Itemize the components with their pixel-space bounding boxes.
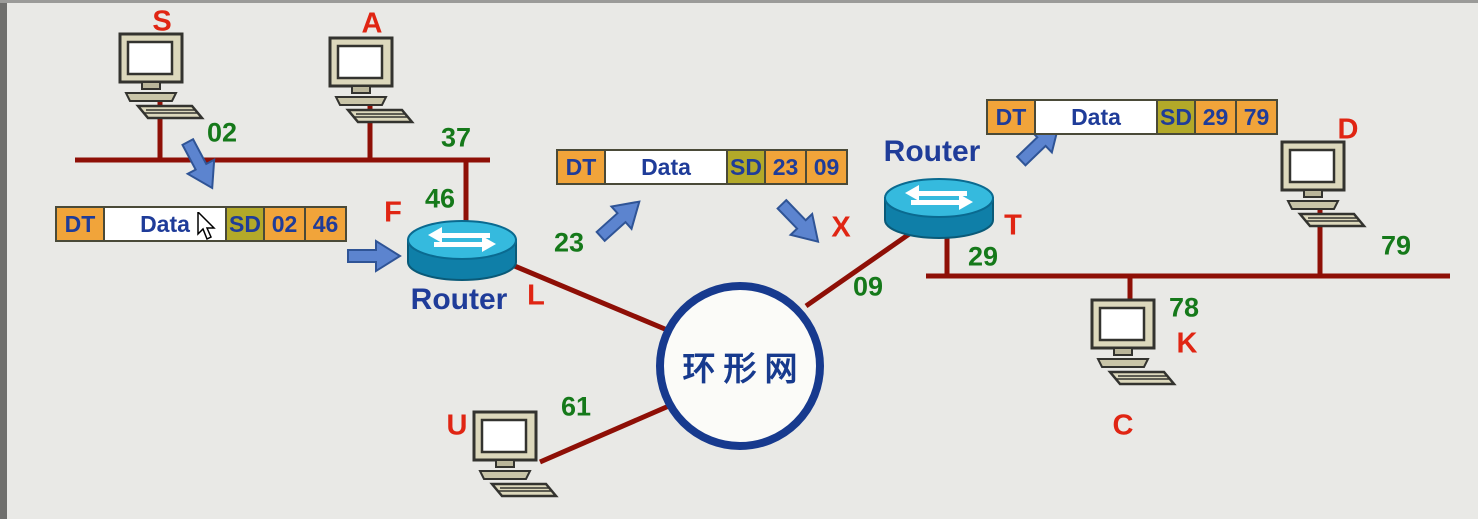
address-29: 29 bbox=[967, 241, 999, 272]
link-host-u-ring bbox=[539, 399, 679, 465]
frame-3-sd: SD bbox=[1156, 99, 1196, 135]
address-61: 61 bbox=[560, 391, 592, 422]
flow-arrow-into-router-left bbox=[347, 240, 401, 272]
frame-2-sd: SD bbox=[726, 149, 766, 185]
frame-2-src: 23 bbox=[764, 149, 807, 185]
address-37: 37 bbox=[440, 122, 472, 153]
frame-3-dst: 79 bbox=[1235, 99, 1278, 135]
host-c-label: C bbox=[1112, 409, 1134, 442]
frame-2-data: Data bbox=[604, 149, 728, 185]
frame-3-data: Data bbox=[1034, 99, 1158, 135]
window-top-edge bbox=[0, 0, 1478, 3]
mouse-cursor-icon bbox=[197, 212, 216, 241]
frame-2-dst: 09 bbox=[805, 149, 848, 185]
address-79: 79 bbox=[1380, 230, 1412, 261]
address-09: 09 bbox=[852, 271, 884, 302]
flow-arrow-up-to-frame2 bbox=[589, 189, 651, 249]
host-u-icon bbox=[472, 410, 558, 498]
frame-3-dt: DT bbox=[986, 99, 1036, 135]
frame-1-src: 02 bbox=[263, 206, 306, 242]
host-s-icon bbox=[118, 32, 204, 120]
address-46: 46 bbox=[424, 183, 456, 214]
router-left-label: Router bbox=[410, 283, 508, 316]
host-a-icon bbox=[328, 36, 414, 124]
address-23: 23 bbox=[553, 227, 585, 258]
router-right-icon bbox=[884, 178, 994, 239]
frame-1-dst: 46 bbox=[304, 206, 347, 242]
host-d-label: D bbox=[1337, 113, 1359, 146]
port-l-label: L bbox=[527, 279, 545, 312]
port-x-label: X bbox=[831, 211, 851, 244]
ring-network: 环形网 bbox=[656, 282, 824, 450]
port-t-label: T bbox=[1004, 209, 1022, 242]
frame-1-dt: DT bbox=[55, 206, 105, 242]
host-s-label: S bbox=[152, 5, 172, 38]
flow-arrow-down-to-ring bbox=[770, 192, 830, 254]
link-router-left-ring bbox=[504, 259, 673, 335]
frame-1: DT Data SD 02 46 bbox=[55, 206, 347, 242]
frame-3: DT Data SD 29 79 bbox=[986, 99, 1278, 135]
ring-network-label: 环形网 bbox=[682, 350, 806, 387]
frame-1-sd: SD bbox=[225, 206, 265, 242]
port-f-label: F bbox=[384, 196, 402, 229]
address-78: 78 bbox=[1168, 292, 1200, 323]
host-u-label: U bbox=[446, 409, 468, 442]
window-left-edge bbox=[0, 0, 7, 519]
router-right-label: Router bbox=[883, 135, 981, 168]
address-02: 02 bbox=[206, 117, 238, 148]
frame-2-dt: DT bbox=[556, 149, 606, 185]
host-d-icon bbox=[1280, 140, 1366, 228]
host-c-icon bbox=[1090, 298, 1176, 386]
frame-2: DT Data SD 23 09 bbox=[556, 149, 848, 185]
host-a-label: A bbox=[361, 7, 383, 40]
host-k-label: K bbox=[1176, 327, 1198, 360]
link-ring-router-right bbox=[804, 227, 917, 309]
network-links bbox=[75, 100, 1450, 465]
router-left-icon bbox=[407, 220, 517, 281]
frame-3-src: 29 bbox=[1194, 99, 1237, 135]
